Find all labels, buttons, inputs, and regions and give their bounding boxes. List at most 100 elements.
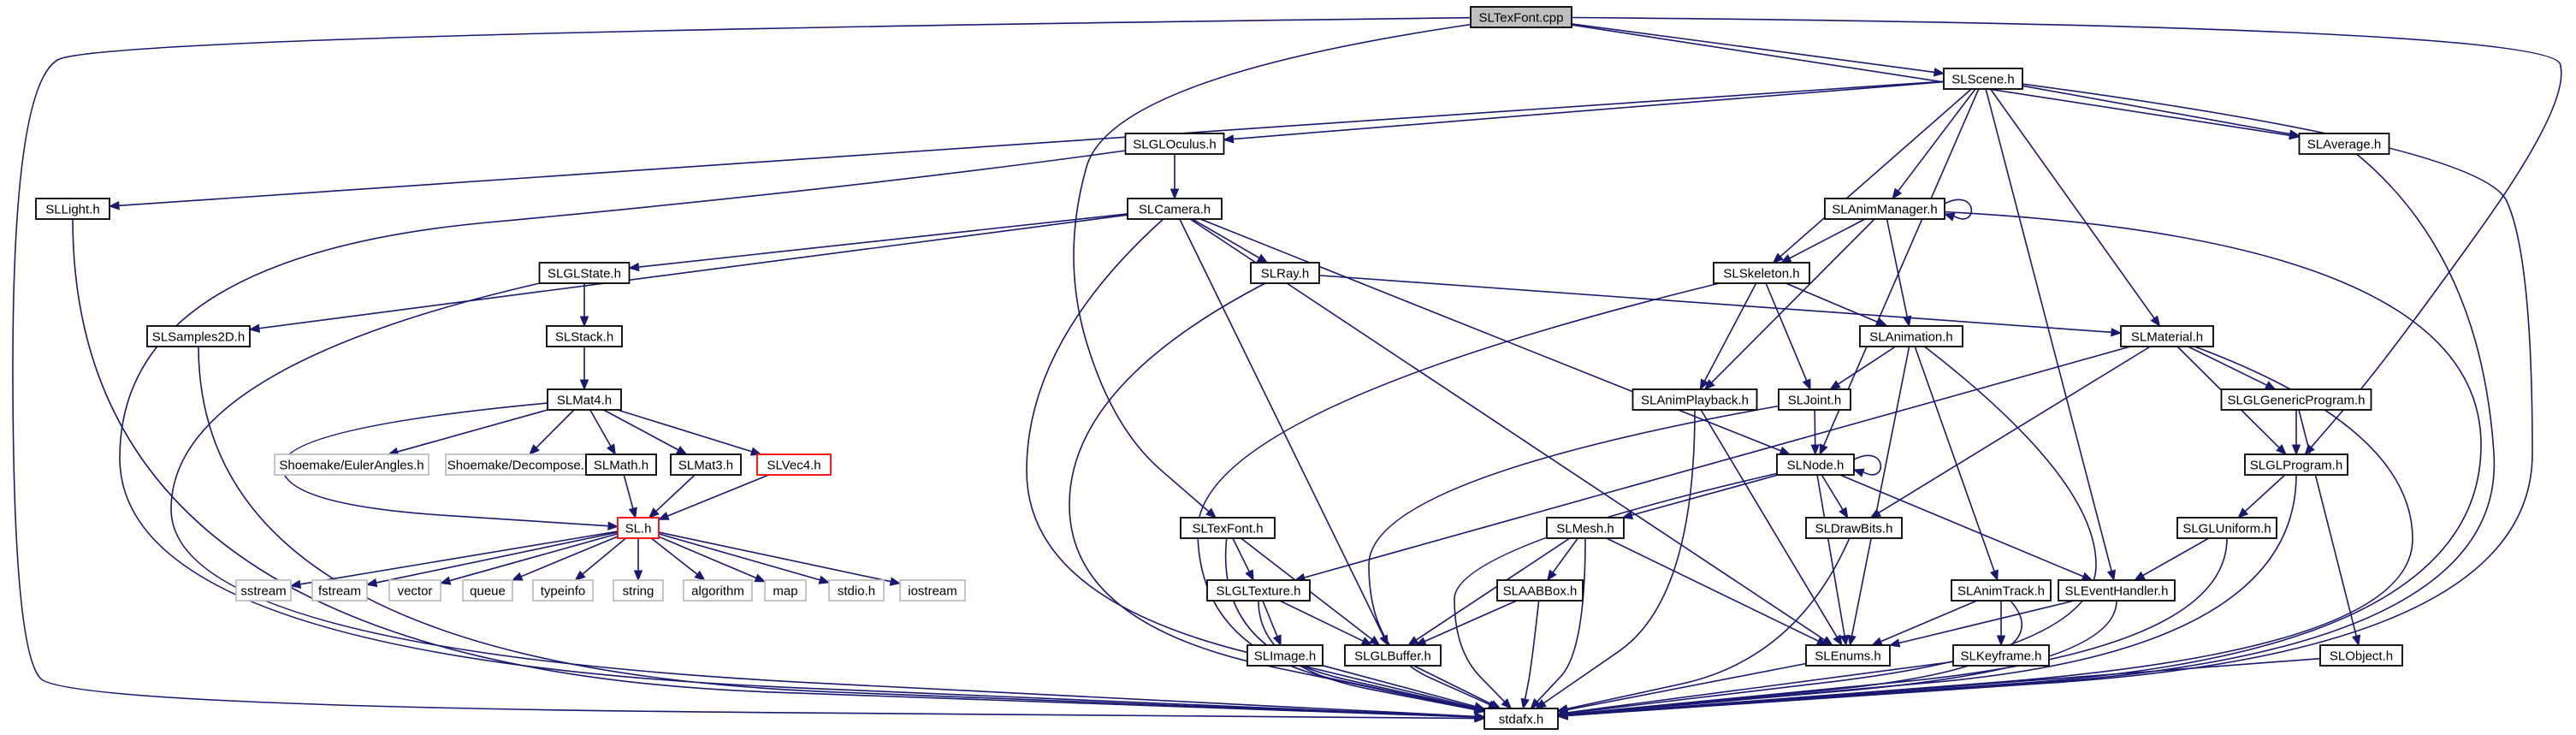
node-slaabbox-h[interactable]: SLAABBox.h: [1496, 579, 1584, 602]
edge-slkeyframe-h-to-stdafx-h: [1556, 661, 1954, 718]
edge-slsamples2d-h-to-stdafx-h: [198, 346, 1486, 722]
node-slglbuffer-h[interactable]: SLGLBuffer.h: [1344, 644, 1442, 667]
node-box: [445, 453, 594, 476]
edge-slscene-h-to-slanimmanager-h: [1892, 88, 1976, 200]
edge-sl-h-to-string: [633, 538, 643, 582]
node-slscene-h[interactable]: SLScene.h: [1943, 68, 2023, 90]
node-slstack-h[interactable]: SLStack.h: [546, 325, 623, 347]
node-box: [1631, 388, 1758, 411]
node-slgloculus-h[interactable]: SLGLOculus.h: [1124, 133, 1225, 155]
node-slanimation-h[interactable]: SLAnimation.h: [1859, 325, 1963, 347]
node-label: fstream: [318, 584, 361, 599]
node-label: string: [623, 584, 654, 599]
edge-slcamera-h-to-slnode-h: [1199, 218, 1791, 455]
node-slgluniform-h[interactable]: SLGLUniform.h: [2176, 517, 2277, 539]
node-shoemake-eulerangles-h: Shoemake/EulerAngles.h: [274, 453, 429, 476]
node-sldrawbits-h[interactable]: SLDrawBits.h: [1805, 517, 1903, 539]
node-slskeleton-h[interactable]: SLSkeleton.h: [1713, 262, 1810, 284]
node-slcamera-h[interactable]: SLCamera.h: [1127, 198, 1223, 220]
node-box: [1713, 262, 1810, 284]
node-slsamples2d-h[interactable]: SLSamples2D.h: [146, 325, 251, 347]
node-box: [1483, 708, 1559, 730]
edge-slanimtrack-h-to-slenums-h: [1871, 600, 1978, 646]
node-label: SLMesh.h: [1556, 522, 1614, 536]
edge-slmesh-h-to-slenums-h: [1606, 537, 1828, 646]
node-slmat3-h[interactable]: SLMat3.h: [670, 453, 742, 476]
node-slenums-h[interactable]: SLEnums.h: [1805, 644, 1891, 667]
node-stdafx-h[interactable]: stdafx.h: [1483, 708, 1559, 730]
node-box: [532, 579, 594, 602]
node-slkeyframe-h[interactable]: SLKeyframe.h: [1952, 644, 2050, 667]
edge-slglgenericprogram-h-to-slobject-h: [2298, 409, 2361, 647]
node-slglstate-h[interactable]: SLGLState.h: [538, 262, 631, 284]
node-slmath-h[interactable]: SLMath.h: [585, 453, 657, 476]
node-box: [1344, 644, 1442, 667]
node-slmat4-h[interactable]: SLMat4.h: [547, 388, 622, 411]
edge-slanimation-h-to-sljoint-h: [1829, 346, 1897, 390]
node-label: SLScene.h: [1951, 73, 2014, 87]
node-slanimmanager-h[interactable]: SLAnimManager.h: [1824, 198, 1945, 220]
edge-slskeleton-h-to-slanimation-h: [1785, 282, 1888, 327]
edge-sl-h-to-queue: [511, 536, 619, 581]
node-box: [1180, 517, 1276, 539]
node-label: SLMaterial.h: [2131, 330, 2203, 345]
edge-slglstate-h-to-slstack-h: [579, 283, 589, 328]
edge-slnode-h-to-sldrawbits-h: [1821, 474, 1849, 519]
edge-slanimation-h-to-slanimtrack-h: [1914, 346, 1999, 582]
node-box: [1859, 325, 1963, 347]
node-box: [2244, 453, 2348, 476]
node-label: SLEventHandler.h: [2065, 584, 2169, 599]
node-slimage-h[interactable]: SLImage.h: [1247, 644, 1324, 667]
node-slvec4-h[interactable]: SLVec4.h: [756, 453, 832, 476]
edge-slscene-h-to-slskeleton-h: [1772, 88, 1972, 264]
node-sljoint-h[interactable]: SLJoint.h: [1778, 388, 1851, 411]
edge-sl-h-to-stdio-h: [658, 533, 831, 584]
edge-slmat4-h-to-slmath-h: [589, 409, 616, 456]
node-box: [2298, 133, 2390, 155]
node-box: [828, 579, 885, 602]
node-slnode-h[interactable]: SLNode.h: [1776, 453, 1855, 476]
edge-sl-h-to-algorithm: [650, 537, 706, 581]
node-box: [1546, 517, 1625, 539]
node-slanimplayback-h[interactable]: SLAnimPlayback.h: [1631, 388, 1758, 411]
node-label: map: [773, 584, 797, 599]
node-sltexfont-cpp[interactable]: SLTexFont.cpp: [1470, 6, 1572, 28]
node-iostream: iostream: [899, 579, 966, 602]
node-box: [613, 579, 664, 602]
node-label: iostream: [908, 584, 957, 599]
node-sltexfont-h[interactable]: SLTexFont.h: [1180, 517, 1276, 539]
node-fstream: fstream: [311, 579, 368, 602]
node-slgltexture-h[interactable]: SLGLTexture.h: [1206, 579, 1311, 602]
node-slray-h[interactable]: SLRay.h: [1250, 262, 1320, 284]
node-label: SLVec4.h: [767, 459, 820, 473]
node-vector: vector: [388, 579, 441, 602]
node-slanimtrack-h[interactable]: SLAnimTrack.h: [1951, 579, 2052, 602]
edge-sl-h-to-vector: [439, 532, 619, 585]
node-box: [1247, 644, 1324, 667]
node-label: SLAnimation.h: [1869, 330, 1953, 345]
node-slglprogram-h[interactable]: SLGLProgram.h: [2244, 453, 2348, 476]
node-slglgenericprogram-h[interactable]: SLGLGenericProgram.h: [2220, 388, 2372, 411]
edge-slnode-h-to-slnode-h: [1852, 454, 1882, 477]
node-label: stdafx.h: [1499, 713, 1544, 727]
node-box: [274, 453, 429, 476]
edge-sltexfont-h-to-slgltexture-h: [1232, 537, 1254, 582]
edge-slvec4-h-to-sl-h: [657, 474, 769, 520]
node-slmesh-h[interactable]: SLMesh.h: [1546, 517, 1625, 539]
node-slobject-h[interactable]: SLObject.h: [2319, 644, 2403, 667]
node-box: [1124, 133, 1225, 155]
node-label: algorithm: [691, 584, 744, 599]
node-box: [756, 453, 832, 476]
node-slmaterial-h[interactable]: SLMaterial.h: [2120, 325, 2214, 347]
node-box: [683, 579, 753, 602]
edge-slanimplayback-h-to-stdafx-h: [1535, 409, 1696, 709]
edge-slray-h-to-slmaterial-h: [1318, 275, 2123, 337]
node-sl-h[interactable]: SL.h: [617, 517, 660, 539]
node-sleventhandler-h[interactable]: SLEventHandler.h: [2058, 579, 2176, 602]
node-label: SLAnimManager.h: [1832, 203, 1937, 217]
node-slaverage-h[interactable]: SLAverage.h: [2298, 133, 2390, 155]
edge-slnode-h-to-sleventhandler-h: [1839, 474, 2093, 581]
node-label: SLGLTexture.h: [1217, 584, 1301, 599]
node-sllight-h[interactable]: SLLight.h: [35, 198, 110, 220]
node-label: SLTexFont.h: [1192, 522, 1263, 536]
